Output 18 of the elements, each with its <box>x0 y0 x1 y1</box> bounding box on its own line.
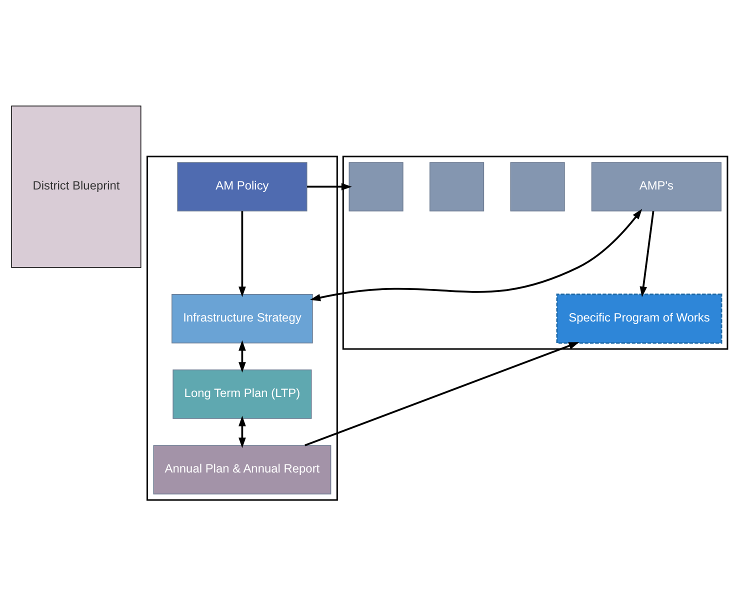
node-box: Infrastructure Strategy <box>172 294 313 344</box>
node-box <box>430 162 484 212</box>
arrow <box>307 183 352 190</box>
arrow <box>238 340 246 373</box>
arrow <box>640 211 654 298</box>
arrow <box>238 416 246 448</box>
node-box: District Blueprint <box>11 106 142 268</box>
node-box: Annual Plan & Annual Report <box>153 445 332 494</box>
arrow <box>238 211 246 298</box>
node-box <box>510 162 565 212</box>
arrow <box>310 208 642 302</box>
arrow <box>304 342 580 446</box>
cluster <box>146 156 338 501</box>
node-box: Specific Program of Works <box>556 294 722 344</box>
node-box: AM Policy <box>177 162 308 212</box>
node-box <box>348 162 404 212</box>
node-box: AMP's <box>591 162 722 212</box>
node-box: Long Term Plan (LTP) <box>172 370 312 419</box>
